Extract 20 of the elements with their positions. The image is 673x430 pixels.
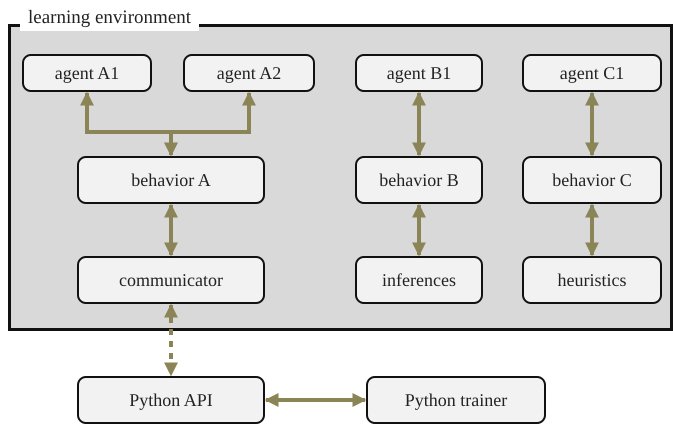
- double-arrow: [585, 92, 599, 156]
- process-box: inferences: [355, 256, 483, 304]
- process-box: agent A1: [22, 54, 152, 92]
- process-box: behavior B: [355, 156, 483, 204]
- process-box: Python trainer: [366, 376, 546, 424]
- double-arrow: [164, 304, 178, 376]
- process-box: agent A2: [183, 54, 315, 92]
- double-arrow: [412, 204, 426, 256]
- double-arrow: [164, 204, 178, 256]
- process-box: heuristics: [522, 256, 662, 304]
- double-arrow: [164, 92, 256, 156]
- double-arrow: [585, 204, 599, 256]
- process-box: Python API: [77, 376, 265, 424]
- double-arrow: [264, 393, 366, 407]
- process-box: behavior A: [77, 156, 265, 204]
- process-box: behavior C: [522, 156, 662, 204]
- process-box: agent C1: [522, 54, 662, 92]
- double-arrow: [412, 92, 426, 156]
- process-box: agent B1: [355, 54, 483, 92]
- process-box: communicator: [77, 256, 265, 304]
